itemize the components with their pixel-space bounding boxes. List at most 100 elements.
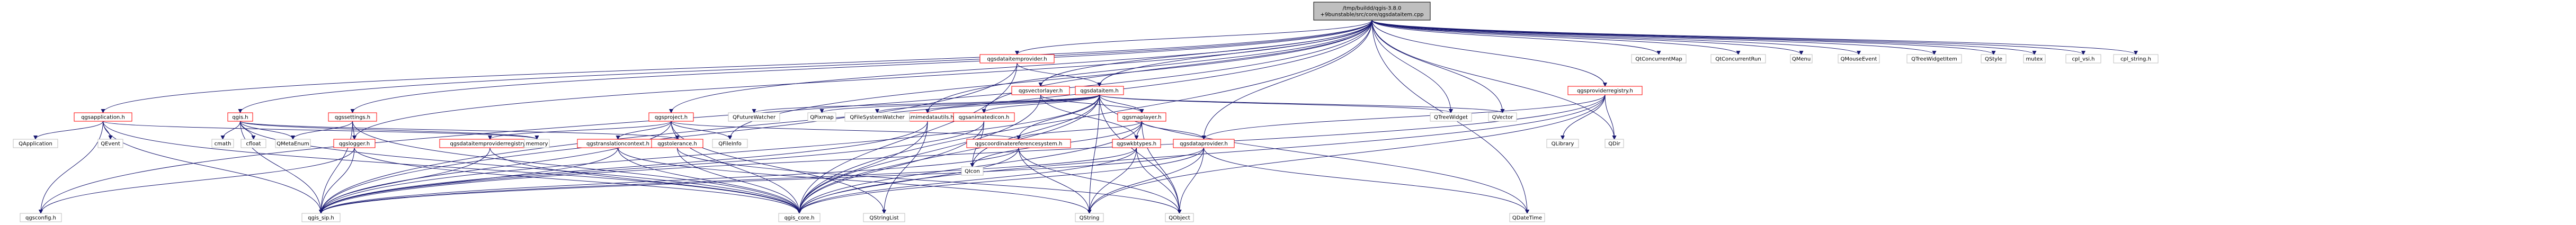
node-qgsapplication-h[interactable]: qgsapplication.h [74, 112, 132, 122]
node-label: QStringList [869, 215, 898, 221]
edge-qgsdataitem-h-to-qgsmimedatautils-h [925, 94, 1100, 113]
edge-qgsdataprovider-h-to-qobject [1177, 147, 1204, 214]
node-qgsconfig-h: qgsconfig.h [20, 213, 62, 222]
node-box [2023, 54, 2046, 64]
node-label: qgsmaplayer.h [1122, 115, 1162, 121]
node-qgsdataitem-h[interactable]: qgsdataitem.h [1075, 86, 1124, 95]
edge-qgsvectorlayer-h-to-qgsmaplayer-h [1040, 94, 1144, 113]
edge-qgsdataprovider-h-to-qgis-core-h [797, 147, 1204, 214]
node-qgsdataitemprovider-h[interactable]: qgsdataitemprovider.h [979, 54, 1055, 64]
node-label: QtConcurrentRun [1715, 57, 1761, 62]
node-box [1631, 54, 1687, 64]
node-qgsproviderregistry-h[interactable]: qgsproviderregistry.h [1567, 86, 1643, 95]
node-qstring: QString [1075, 213, 1104, 222]
edge-qgscoordinatereferencesystem-h-to-qobject [1018, 147, 1182, 214]
node-box [728, 112, 780, 122]
node-box [1838, 54, 1880, 64]
node-qgstranslationcontext-h[interactable]: qgstranslationcontext.h [577, 139, 659, 148]
node-qgsdataprovider-h[interactable]: qgsdataprovider.h [1173, 139, 1235, 148]
node-label: QTreeWidget [1434, 115, 1468, 121]
node-label: qgsapplication.h [81, 115, 125, 121]
node-label: qgsdataitemproviderregistry.h [450, 141, 530, 147]
node-qgsproject-h[interactable]: qgsproject.h [648, 112, 694, 122]
node-label: qgstolerance.h [657, 141, 697, 147]
edge-root-to-qgsanimatedicon-h [982, 20, 1372, 113]
node-qgis-h[interactable]: qgis.h [227, 112, 253, 122]
node-box [1509, 213, 1545, 222]
edge-qgscoordinatereferencesystem-h-to-qstring [1018, 147, 1092, 214]
node-box [844, 112, 910, 122]
edge-root-to-qtconcurrentmap [1371, 20, 1661, 55]
node-qmenu: QMenu [1790, 54, 1813, 64]
node-label: qgis_core.h [785, 215, 815, 221]
node-label: qgslogger.h [339, 141, 370, 147]
node-qgsmaplayer-h[interactable]: qgsmaplayer.h [1117, 112, 1166, 122]
node-box [979, 54, 1055, 64]
edge-qgsapplication-h-to-qgsconfig-h [39, 121, 103, 214]
node-qgssettings-h[interactable]: qgssettings.h [328, 112, 377, 122]
node-qgstolerance-h[interactable]: qgstolerance.h [651, 139, 703, 148]
node-label: +9bunstable/src/core/qgsdataitem.cpp [1320, 12, 1423, 18]
node-label: QMouseEvent [1841, 57, 1877, 62]
edge-qgsmaplayer-h-to-qgscoordinatereferencesystem-h [1017, 121, 1142, 140]
node-memory: memory [524, 139, 550, 148]
node-qicon: QIcon [961, 166, 984, 176]
node-box [328, 112, 377, 122]
node-qgsvectorlayer-h[interactable]: qgsvectorlayer.h [1011, 86, 1070, 95]
node-label: /tmp/buildd/qgis-3.8.0 [1343, 6, 1402, 12]
edge-qgsdataprovider-h-to-qstring [1087, 147, 1204, 214]
node-box [1075, 86, 1124, 95]
node-box [1173, 139, 1235, 148]
edge-qgsmaplayer-h-to-qgswkbtypes-h [1134, 121, 1142, 140]
node-label: QMenu [1792, 57, 1811, 62]
edge-qgsdataitem-h-to-qtreewidget [1099, 94, 1453, 113]
edge-qgslogger-h-to-qgsconfig-h [39, 147, 355, 214]
edge-root-to-cpl-vsi-h [1371, 20, 2085, 55]
edge-root-to-qvector [1371, 20, 1505, 113]
edge-qgstranslationcontext-h-to-qgis-core-h [618, 147, 801, 214]
edge-qgswkbtypes-h-to-qgis-core-h [797, 147, 1137, 214]
node-root: /tmp/buildd/qgis-3.8.0+9bunstable/src/co… [1313, 2, 1431, 21]
node-label: QFileSystemWatcher [850, 115, 905, 121]
node-qgis-core-h: qgis_core.h [778, 213, 821, 222]
node-qfuturewatcher: QFutureWatcher [728, 112, 780, 122]
node-cfloat: cfloat [240, 139, 266, 148]
edge-qgsdataitemprovider-h-to-qgis-sip-h [319, 62, 1018, 214]
node-qgswkbtypes-h[interactable]: qgswkbtypes.h [1112, 139, 1161, 148]
node-box [1313, 2, 1431, 21]
edge-qgsdataprovider-h-to-qgis-sip-h [319, 147, 1204, 214]
node-box [1112, 139, 1161, 148]
node-qgsanimatedicon-h[interactable]: qgsanimatedicon.h [953, 112, 1015, 122]
node-label: QPixmap [810, 115, 834, 121]
edge-root-to-qgslogger-h [352, 20, 1372, 140]
node-label: mutex [2026, 57, 2043, 62]
node-box [778, 213, 821, 222]
edge-qgsdataitem-h-to-qgsanimatedicon-h [982, 94, 1100, 113]
node-label: cfloat [246, 141, 261, 147]
node-box [1075, 213, 1104, 222]
node-qgscoordinatereferencesystem-h[interactable]: qgscoordinatereferencesystem.h [966, 139, 1071, 148]
node-box [1710, 54, 1766, 64]
node-cmath: cmath [211, 139, 234, 148]
edge-qgis-h-to-qgis-core-h [240, 121, 801, 214]
edge-qgscoordinatereferencesystem-h-to-qgis-sip-h [319, 147, 1019, 214]
edge-root-to-qgsdataprovider-h [1201, 20, 1372, 140]
edge-root-to-qstyle [1371, 20, 1996, 55]
node-box [1488, 112, 1517, 122]
edge-qgsproviderregistry-h-to-qgis-sip-h [319, 94, 1606, 214]
edge-qgsmaplayer-h-to-qobject [1142, 121, 1182, 214]
node-qapplication: QApplication [13, 139, 58, 148]
edge-root-to-qgsconfig-h [39, 20, 1372, 214]
node-qgslogger-h[interactable]: qgslogger.h [333, 139, 376, 148]
node-label: QVector [1492, 115, 1514, 121]
edge-root-to-qgis-core-h [797, 20, 1372, 214]
edge-qgsapplication-h-to-qgis-core-h [103, 121, 801, 214]
edge-qgsdataitem-h-to-qfuturewatcher [752, 94, 1100, 113]
edge-qgsdataitemproviderregistry-h-to-qgis-core-h [489, 147, 801, 214]
node-label: QDir [1608, 141, 1620, 147]
node-box [651, 139, 703, 148]
node-qgsdataitemproviderregistry-h[interactable]: qgsdataitemproviderregistry.h [439, 139, 541, 148]
edge-qgsdataitemproviderregistry-h-to-qgis-sip-h [319, 147, 491, 214]
nodes-layer: /tmp/buildd/qgis-3.8.0+9bunstable/src/co… [13, 2, 2159, 222]
edge-qgsmimedatautils-h-to-qgis-core-h [797, 121, 928, 214]
